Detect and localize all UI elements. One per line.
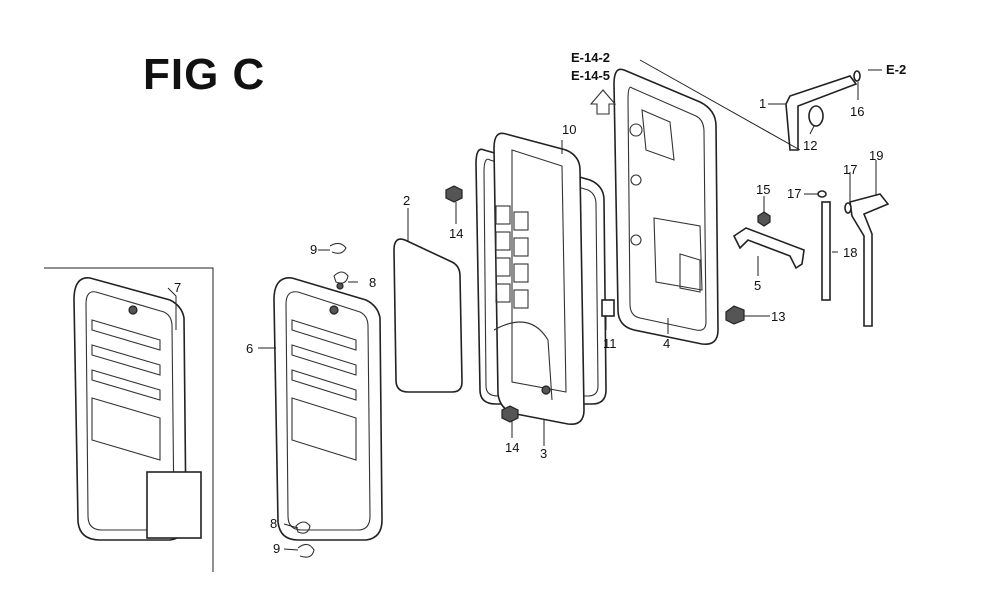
part-19-bent-tube: [849, 193, 890, 327]
part-13-nut: [725, 305, 745, 325]
part-3-case: [493, 132, 585, 426]
part-7-bracket: [44, 267, 214, 572]
ref-e-14-2: E-14-2: [571, 50, 610, 65]
label-part-8-upper: 8: [369, 275, 376, 290]
label-part-6: 6: [246, 341, 253, 356]
label-part-17-right: 17: [843, 162, 857, 177]
label-part-7: 7: [174, 280, 181, 295]
part-12-clamp: [808, 105, 824, 127]
label-part-18: 18: [843, 245, 857, 260]
part-15-nut: [757, 211, 771, 227]
label-part-13: 13: [771, 309, 785, 324]
part-18-tube: [821, 201, 831, 301]
label-part-3: 3: [540, 446, 547, 461]
label-part-1: 1: [759, 96, 766, 111]
up-arrow-icon: [589, 89, 617, 115]
part-14-nut-upper: [445, 185, 463, 203]
label-part-9-upper: 9: [310, 242, 317, 257]
label-part-15: 15: [756, 182, 770, 197]
label-part-2: 2: [403, 193, 410, 208]
part-1-breather-tube: [785, 75, 858, 151]
leader-lines: [167, 59, 882, 551]
part-8-9-clips: [295, 242, 349, 558]
label-part-14-lower: 14: [505, 440, 519, 455]
ref-e-14-5: E-14-5: [571, 68, 610, 83]
part-2-element: [393, 238, 463, 393]
label-part-12: 12: [803, 138, 817, 153]
label-part-5: 5: [754, 278, 761, 293]
part-4-base-plate: [613, 68, 719, 346]
part-7-outer-cover: [73, 277, 202, 541]
label-part-4: 4: [663, 336, 670, 351]
label-part-17-left: 17: [787, 186, 801, 201]
part-16-clip: [853, 70, 861, 82]
part-11-collar: [601, 299, 615, 317]
part-14-nut-lower: [501, 405, 519, 423]
part-6-cleaner-cover: [273, 277, 383, 541]
label-part-14-upper: 14: [449, 226, 463, 241]
label-part-16: 16: [850, 104, 864, 119]
label-part-9-lower: 9: [273, 541, 280, 556]
figure-title: FIG C: [143, 50, 266, 99]
label-part-8-lower: 8: [270, 516, 277, 531]
label-part-11: 11: [603, 336, 617, 351]
ref-e-2: E-2: [886, 62, 906, 77]
label-part-19: 19: [869, 148, 883, 163]
label-part-10: 10: [562, 122, 576, 137]
part-5-bracket: [732, 227, 805, 270]
